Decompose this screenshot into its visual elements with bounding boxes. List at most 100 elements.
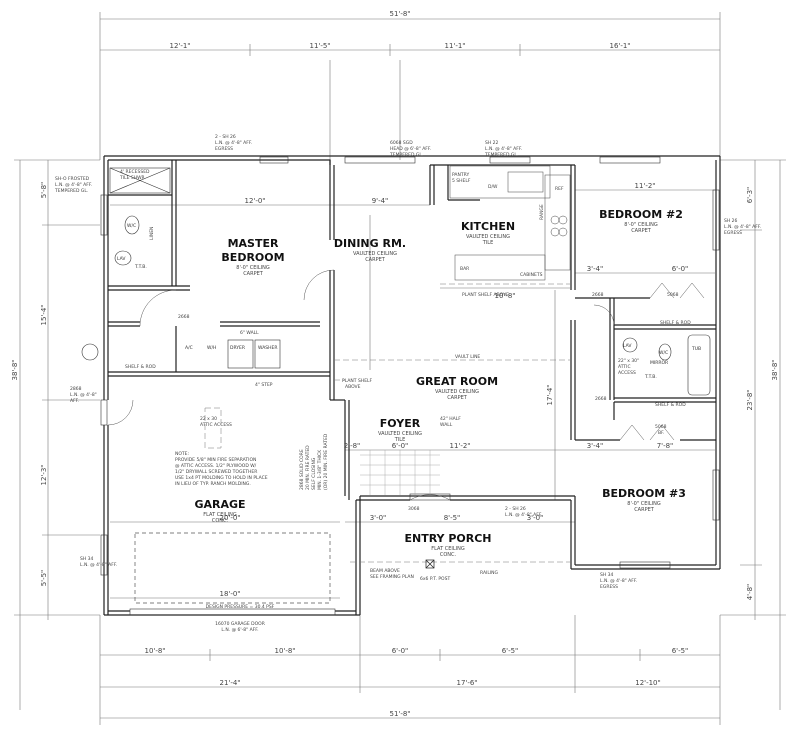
fix-wc-master: W/C bbox=[127, 223, 136, 229]
note-side-win-1: 2868 bbox=[70, 386, 82, 392]
note-wall-6: 6" WALL bbox=[240, 330, 259, 336]
fix-mirror: MIRROR bbox=[650, 360, 668, 366]
dim-bottom-c: 6'-0" bbox=[392, 647, 409, 655]
dim-left-mid: 15'-4" bbox=[40, 304, 48, 325]
dim-right-mid: 23'-8" bbox=[746, 389, 754, 410]
room-porch-ceiling: FLAT CEILING bbox=[431, 546, 465, 552]
note-plant-3: ABOVE bbox=[345, 384, 361, 390]
note-hall-door: 2668 bbox=[595, 396, 607, 402]
dim-top-right: 16'-1" bbox=[609, 42, 630, 50]
room-bed3-ceiling: 8'-0" CEILING bbox=[627, 501, 661, 507]
dim-bottom2-a: 21'-4" bbox=[219, 679, 240, 687]
dim-kitchen-width: 10'-8" bbox=[494, 292, 515, 300]
note-fire-4: 1/2" DRYWALL SCREWED TOGETHER bbox=[175, 469, 257, 475]
note-shower-2: TILE SHWR bbox=[119, 175, 145, 181]
room-bed3-floor: CARPET bbox=[634, 507, 655, 513]
note-bed2-win-2: L.N. @ 4'-8" AFF. bbox=[724, 224, 761, 230]
door-swings bbox=[107, 269, 705, 501]
dim-top-mid-left: 11'-5" bbox=[309, 42, 330, 50]
note-bed2-win-1: SH 26 bbox=[724, 218, 738, 224]
dim-overall-top: 51'-8" bbox=[389, 10, 410, 18]
note-frosted-1: SH-O FROSTED bbox=[55, 176, 90, 182]
dim-bed2-a: 3'-4" bbox=[587, 265, 604, 273]
note-bar: BAR bbox=[460, 266, 469, 272]
note-step-4: 4" STEP bbox=[255, 382, 273, 388]
dim-great-height: 17'-4" bbox=[546, 384, 554, 405]
fix-hvac: A/C bbox=[185, 345, 193, 351]
room-master-name-2: BEDROOM bbox=[221, 251, 284, 264]
note-bed3-win-1: SH 34 bbox=[600, 572, 614, 578]
note-attic-br-3: ACCESS bbox=[618, 370, 636, 376]
room-garage-ceiling: FLAT CEILING bbox=[203, 512, 237, 518]
note-shelf-rod-bed2: SHELF & ROD bbox=[660, 320, 691, 326]
fix-wc-bath2: W/C bbox=[659, 350, 668, 356]
note-half-wall-2: WALL bbox=[440, 422, 453, 428]
note-side-win-2: L.N. @ 4'-8" bbox=[70, 392, 97, 398]
note-closet-door-bed3: 5068 bbox=[655, 424, 667, 430]
dim-foyer-b: 6'-0" bbox=[392, 442, 409, 450]
dim-bed2-b: 6'-0" bbox=[672, 265, 689, 273]
note-door-1: 2868 SOLID CORE bbox=[299, 449, 305, 490]
note-pantry-1: PANTRY bbox=[452, 172, 469, 178]
note-door-2: 20 MIN. FIRE RATED bbox=[305, 445, 311, 490]
note-slider-2: HEAD @ 6'-8" AFF. bbox=[390, 146, 431, 152]
dim-top-left: 12'-1" bbox=[169, 42, 190, 50]
note-ref: REF bbox=[555, 186, 564, 192]
note-cabinets: CABINETS bbox=[520, 272, 543, 278]
note-post: 6x6 P.T. POST bbox=[420, 576, 450, 582]
room-labels: MASTER BEDROOM 8'-0" CEILING CARPET DINI… bbox=[194, 208, 685, 558]
room-great-floor: CARPET bbox=[447, 395, 468, 401]
fix-tb: T.T.B. bbox=[644, 374, 657, 380]
note-closet-door-bed2: 5068 bbox=[667, 292, 679, 298]
note-closet-door-sub: BF. bbox=[658, 430, 664, 436]
fix-lav-bath2: LAV bbox=[623, 343, 632, 349]
note-half-wall-1: 42" HALF bbox=[440, 416, 461, 422]
room-porch-name: ENTRY PORCH bbox=[404, 532, 491, 545]
room-master-floor: CARPET bbox=[243, 271, 264, 277]
fix-linen: LINEN bbox=[149, 227, 155, 240]
windows bbox=[100, 156, 720, 616]
room-kitchen-floor: TILE bbox=[482, 240, 493, 246]
note-door-entry: 3068 bbox=[408, 506, 420, 512]
dim-right-top: 6'-3" bbox=[746, 187, 754, 204]
note-fire-5: USE 1x4 PT MOLDING TO HOLD IN PLACE bbox=[175, 475, 268, 481]
room-bed2-name: BEDROOM #2 bbox=[599, 208, 683, 221]
dimension-labels: 51'-8" 12'-1" 11'-5" 11'-1" 16'-1" 38'-8… bbox=[11, 10, 779, 718]
note-plant-1: PLANT SHELF ABOVE bbox=[462, 292, 509, 298]
dim-right-total: 38'-8" bbox=[771, 359, 779, 380]
room-dining-name: DINING RM. bbox=[334, 237, 406, 250]
room-foyer-ceiling: VAULTED CEILING bbox=[378, 431, 422, 437]
note-fire-6: IN LIEU OF TYP. RANCH MOLDING. bbox=[175, 481, 251, 487]
foyer-tile bbox=[360, 450, 440, 495]
dim-bed2-width: 11'-2" bbox=[634, 182, 655, 190]
dimension-lines bbox=[14, 12, 786, 725]
room-bed3-name: BEDROOM #3 bbox=[602, 487, 686, 500]
note-shelf-rod-bed3: SHELF & ROD bbox=[655, 402, 686, 408]
note-gar-win-2: L.N. @ 4'-8" AFF. bbox=[80, 562, 117, 568]
dim-bottom2-c: 12'-10" bbox=[635, 679, 660, 687]
dim-left-total: 38'-8" bbox=[11, 359, 19, 380]
note-vault: VAULT LINE bbox=[455, 354, 480, 360]
room-kitchen-name: KITCHEN bbox=[461, 220, 515, 233]
room-foyer-floor: TILE bbox=[394, 437, 405, 443]
dim-left-top: 5'-8" bbox=[40, 182, 48, 199]
note-kit-win-2: L.N. @ 4'-8" AFF. bbox=[485, 146, 522, 152]
dim-bottom-d: 6'-5" bbox=[502, 647, 519, 655]
note-bed3-win-2: L.N. @ 4'-8" AFF. bbox=[600, 578, 637, 584]
note-attic-br-1: 22" x 30" bbox=[618, 358, 639, 364]
room-bed2-floor: CARPET bbox=[631, 228, 652, 234]
note-egress-mb-1: 2 - SH 26 bbox=[215, 134, 236, 140]
dim-porch-b: 8'-5" bbox=[444, 514, 461, 522]
fix-washer: WASHER bbox=[258, 345, 278, 351]
room-dining-ceiling: VAULTED CEILING bbox=[353, 251, 397, 257]
note-shelf-rod: SHELF & ROD bbox=[125, 364, 156, 370]
room-porch-floor: CONC. bbox=[440, 552, 457, 558]
dim-mb-width: 12'-0" bbox=[244, 197, 265, 205]
fix-tub: TUB bbox=[691, 346, 701, 352]
kitchen-counters bbox=[449, 165, 571, 281]
note-door-4: MIN. 1-3/8" THICK bbox=[317, 449, 323, 490]
note-attic-br-2: ATTIC bbox=[618, 364, 631, 370]
dim-overall-bottom: 51'-8" bbox=[389, 710, 410, 718]
note-door-5: (OR) 20 MIN. FIRE RATED bbox=[323, 433, 329, 490]
